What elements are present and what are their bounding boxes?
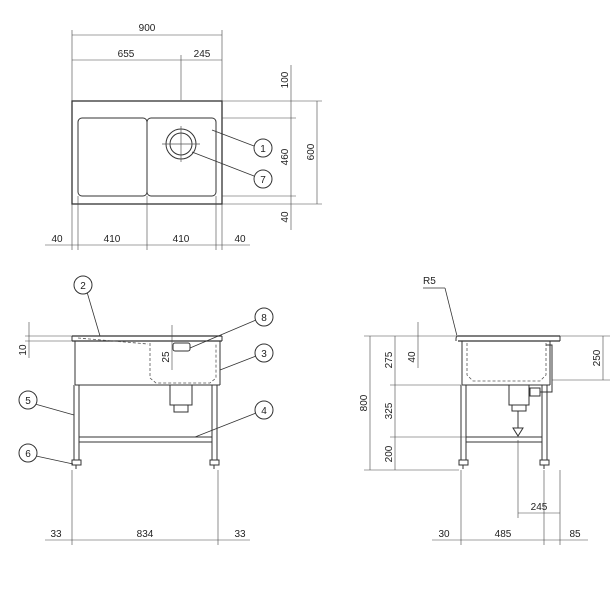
balloon-2-label: 2 xyxy=(80,281,86,292)
side-view: R5 800 275 325 200 40 250 245 30 485 85 xyxy=(359,276,610,545)
dim-410-right: 410 xyxy=(173,234,190,245)
balloon-3-label: 3 xyxy=(261,349,267,360)
plan-drainboard xyxy=(77,117,148,197)
dim-30: 30 xyxy=(438,529,450,540)
balloon-2 xyxy=(73,275,93,295)
balloon-5-label: 5 xyxy=(25,396,31,407)
dim-25: 25 xyxy=(161,351,172,363)
dim-655: 655 xyxy=(118,49,135,60)
balloon-4 xyxy=(254,400,274,420)
dim-800: 800 xyxy=(359,394,370,411)
balloon-1-label: 1 xyxy=(260,144,266,155)
dim-275: 275 xyxy=(384,351,395,368)
dim-40-left: 40 xyxy=(51,234,63,245)
dim-33-right: 33 xyxy=(234,529,246,540)
side-drain-trap xyxy=(508,384,530,406)
balloon-1 xyxy=(253,138,273,158)
dim-250: 250 xyxy=(592,349,603,366)
dim-85: 85 xyxy=(569,529,581,540)
dim-834: 834 xyxy=(137,529,154,540)
dim-600: 600 xyxy=(306,143,317,160)
dim-r5: R5 xyxy=(423,276,436,287)
balloon-5 xyxy=(18,390,38,410)
balloon-8 xyxy=(254,307,274,327)
dim-200: 200 xyxy=(384,445,395,462)
dim-10: 10 xyxy=(18,344,29,356)
balloon-6-label: 6 xyxy=(25,449,31,460)
dim-33-left: 33 xyxy=(50,529,62,540)
dim-40-right: 40 xyxy=(234,234,246,245)
dim-410-left: 410 xyxy=(104,234,121,245)
dim-485: 485 xyxy=(495,529,512,540)
plan-bowl xyxy=(146,117,217,197)
drain-arrow-icon xyxy=(512,427,524,437)
balloon-3 xyxy=(254,343,274,363)
balloon-4-label: 4 xyxy=(261,406,267,417)
balloon-7-label: 7 xyxy=(260,175,266,186)
side-overflow-pipe xyxy=(540,344,553,393)
dim-40-rim: 40 xyxy=(407,351,418,363)
front-drain-trap xyxy=(169,384,193,406)
dim-245-side: 245 xyxy=(531,502,548,513)
dim-900: 900 xyxy=(139,23,156,34)
dim-460: 460 xyxy=(280,148,291,165)
plan-view: 900 655 245 100 460 40 600 40 410 410 40… xyxy=(45,23,322,250)
balloon-7 xyxy=(253,169,273,189)
dim-245-top: 245 xyxy=(194,49,211,60)
dim-100: 100 xyxy=(280,71,291,88)
dim-40-front: 40 xyxy=(280,211,291,223)
front-shelf-bar xyxy=(78,436,213,443)
balloon-6 xyxy=(18,443,38,463)
balloon-8-label: 8 xyxy=(261,313,267,324)
dim-325: 325 xyxy=(384,402,395,419)
front-view: 10 25 33 834 33 2 8 3 5 4 6 xyxy=(18,275,274,545)
